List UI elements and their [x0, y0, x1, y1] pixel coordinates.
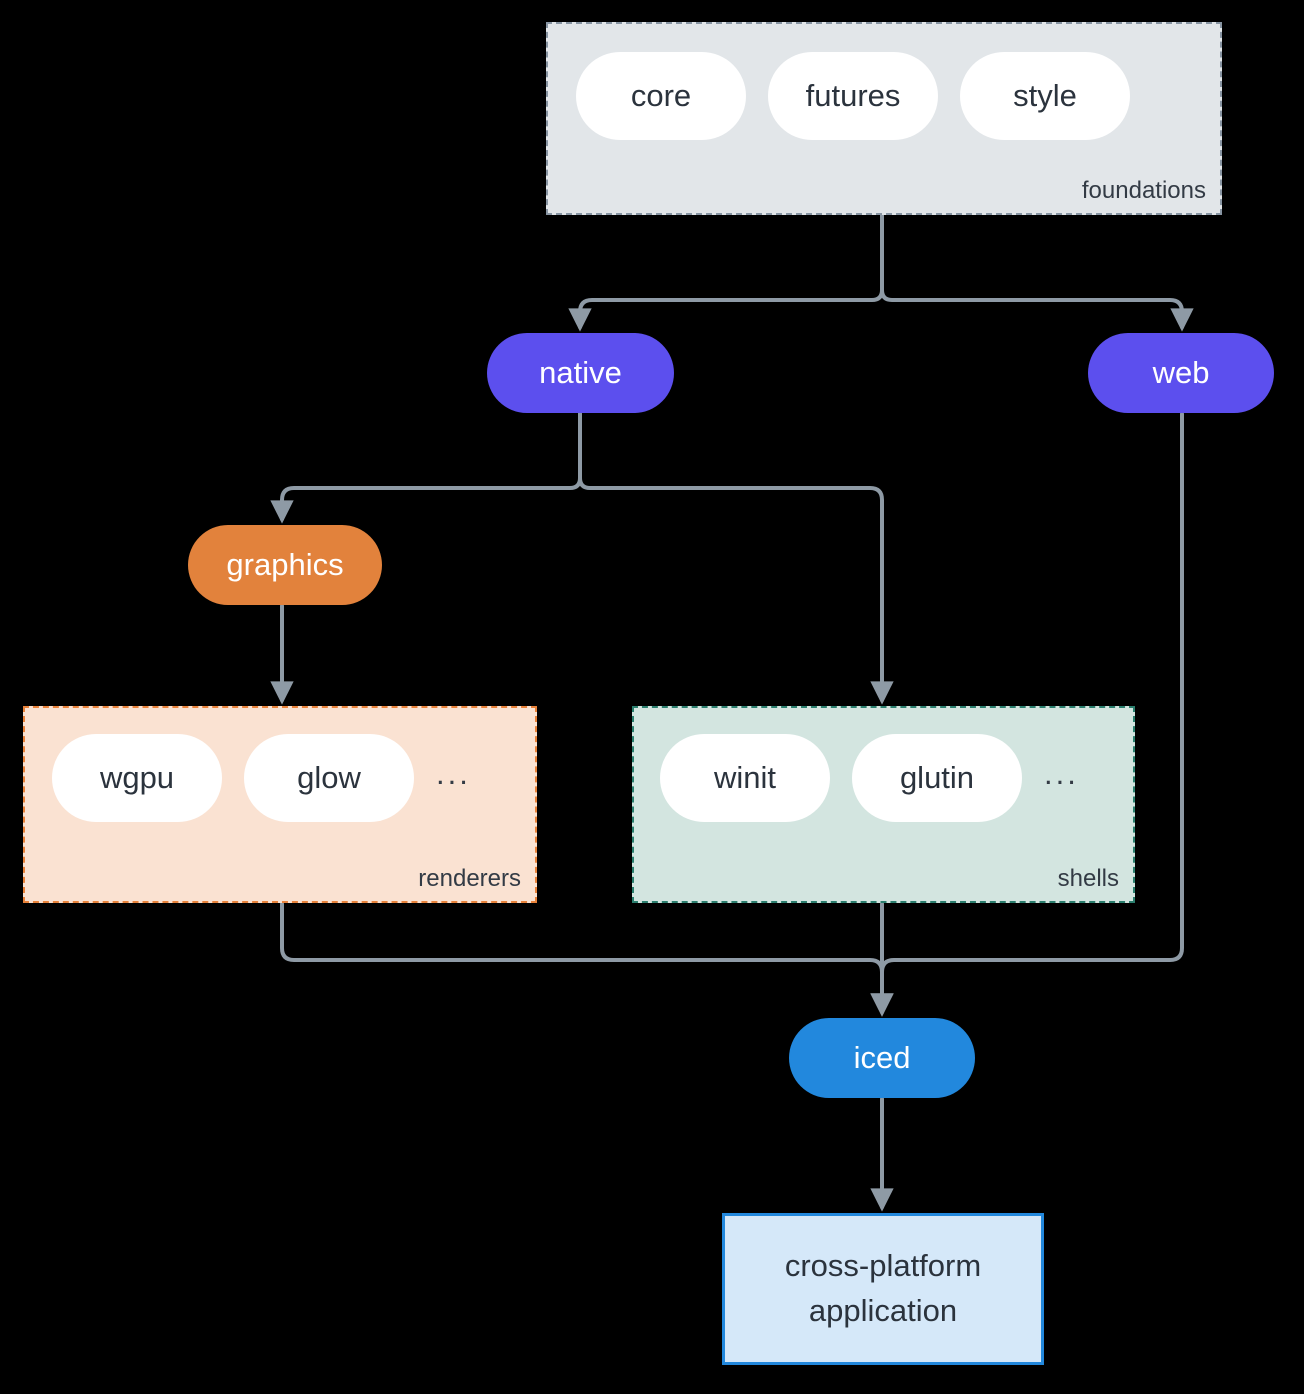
edge-renderers-iced [280, 902, 894, 1017]
edge-native-shells [578, 412, 894, 705]
pill-glow[interactable]: glow [244, 734, 414, 822]
pill-style[interactable]: style [960, 52, 1130, 140]
pill-core[interactable]: core [576, 52, 746, 140]
group-renderers: wgpu glow ... renderers [23, 706, 537, 903]
node-graphics[interactable]: graphics [188, 525, 382, 605]
pill-winit[interactable]: winit [660, 734, 830, 822]
shells-pill-row: winit glutin ... [660, 734, 1079, 822]
edge-foundations-web [880, 214, 1194, 332]
application-line-2: application [808, 1293, 958, 1328]
group-label-renderers: renderers [418, 865, 521, 892]
pill-glutin[interactable]: glutin [852, 734, 1022, 822]
pill-wgpu[interactable]: wgpu [52, 734, 222, 822]
shells-ellipsis: ... [1044, 755, 1079, 791]
foundations-pill-row: core futures style [576, 52, 1152, 140]
renderers-ellipsis: ... [436, 755, 471, 791]
node-cross-platform-application[interactable]: cross-platform application [722, 1213, 1044, 1365]
pill-futures[interactable]: futures [768, 52, 938, 140]
group-foundations: core futures style foundations [546, 22, 1222, 215]
edge-native-graphics [270, 412, 582, 524]
application-line-1: cross-platform [784, 1248, 982, 1284]
group-label-foundations: foundations [1081, 177, 1206, 204]
group-shells: winit glutin ... shells [632, 706, 1135, 903]
group-label-shells: shells [1057, 865, 1119, 892]
renderers-pill-row: wgpu glow ... [52, 734, 471, 822]
node-native[interactable]: native [487, 333, 674, 413]
edge-foundations-native [568, 214, 884, 332]
node-iced[interactable]: iced [789, 1018, 975, 1098]
node-web[interactable]: web [1088, 333, 1274, 413]
